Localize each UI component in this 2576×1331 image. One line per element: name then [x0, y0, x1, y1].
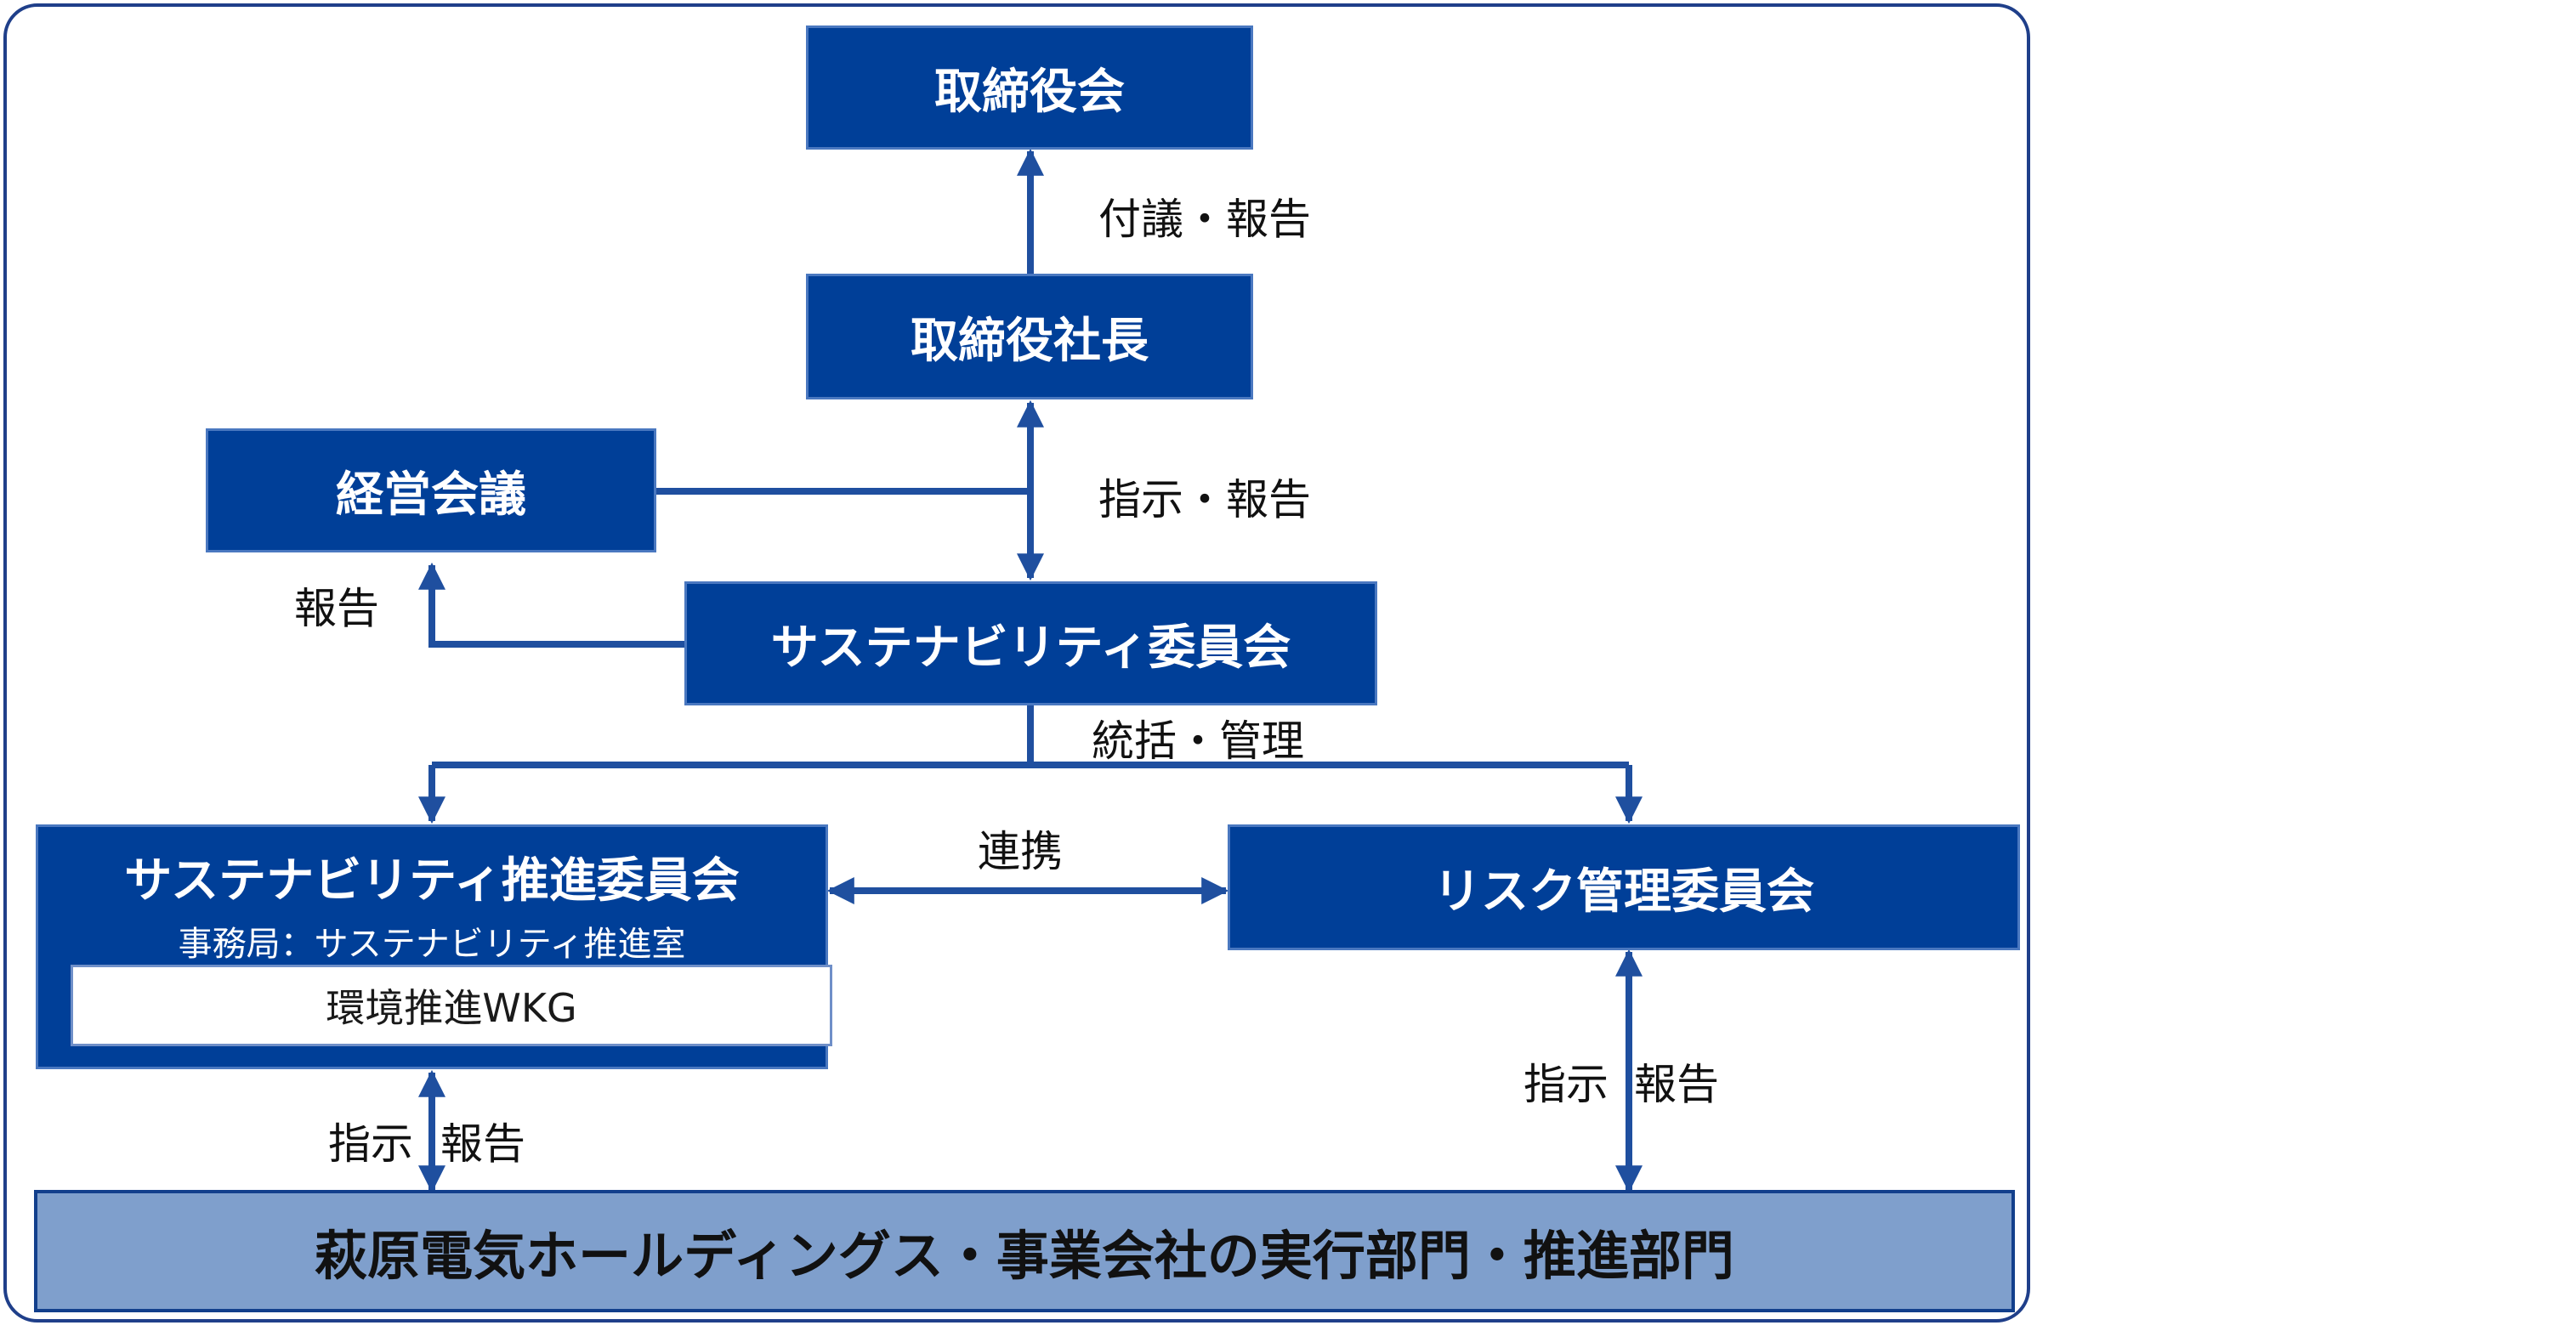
board-box: 取締役会: [806, 25, 1253, 150]
label-risk-instruction: 指示: [1523, 1060, 1609, 1109]
promotion-committee-secretariat: 事務局：サステナビリティ推進室: [178, 925, 686, 964]
diagram-frame: [3, 3, 2030, 1323]
management-meeting-box: 経営会議: [206, 428, 656, 552]
promotion-committee-box: サステナビリティ推進委員会 事務局：サステナビリティ推進室 環境推進WKG: [36, 824, 832, 1069]
environment-wkg-box: 環境推進WKG: [71, 965, 832, 1046]
president-box: 取締役社長: [806, 274, 1253, 399]
label-committee-meeting: 報告: [294, 584, 379, 633]
label-risk-report: 報告: [1634, 1060, 1719, 1109]
label-cooperation: 連携: [978, 827, 1063, 876]
label-president-board: 付議・報告: [1098, 195, 1311, 244]
operating-units-box: 萩原電気ホールディングス・事業会社の実行部門・推進部門: [34, 1190, 2015, 1312]
label-president-committee: 指示・報告: [1098, 475, 1311, 524]
label-oversight: 統括・管理: [1092, 716, 1304, 766]
risk-committee-box: リスク管理委員会: [1228, 824, 2020, 950]
label-promotion-instruction: 指示: [328, 1119, 413, 1169]
label-promotion-report: 報告: [440, 1119, 525, 1169]
promotion-committee-title: サステナビリティ推進委員会: [124, 853, 740, 909]
sustainability-committee-box: サステナビリティ委員会: [684, 581, 1377, 705]
edge-committee-meeting: [418, 562, 684, 648]
